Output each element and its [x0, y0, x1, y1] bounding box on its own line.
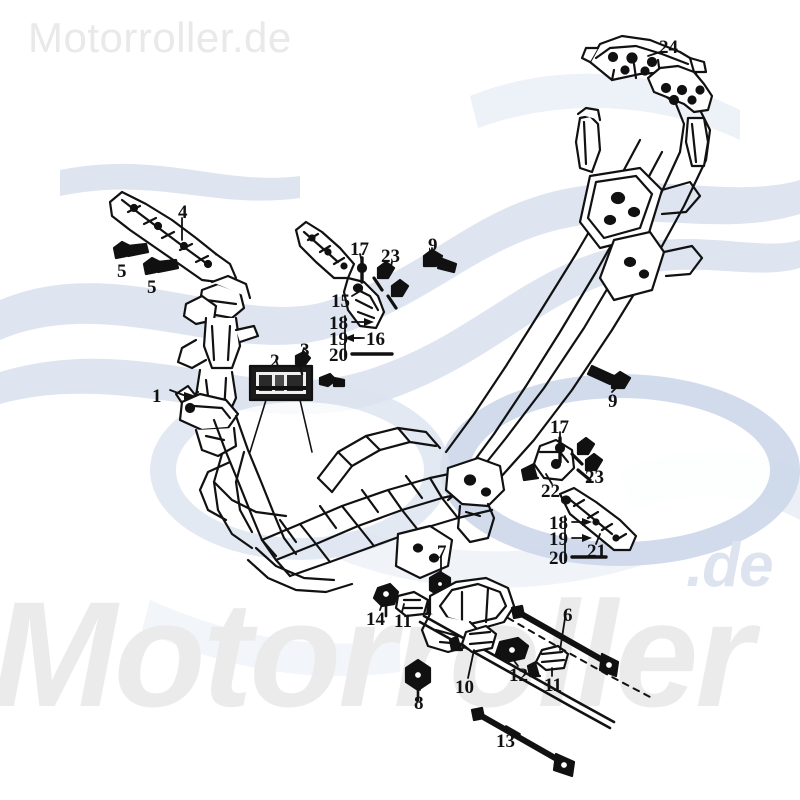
bolt-near-plate [318, 372, 346, 388]
callout-4: 4 [178, 202, 188, 223]
part-23-bolt-left-lower [386, 278, 410, 310]
callout-5-a: 5 [117, 261, 127, 282]
callout-13: 13 [496, 731, 515, 752]
callout-6: 6 [563, 605, 573, 626]
callout-22: 22 [541, 481, 560, 502]
part-10-engine-hanger [418, 576, 653, 730]
callout-17-a: 17 [350, 239, 369, 260]
callout-15: 15 [331, 291, 350, 312]
callout-11-a: 11 [394, 611, 412, 632]
callout-3: 3 [300, 340, 310, 361]
part-12-spacer-sleeve-b [494, 636, 530, 664]
part-12-spacer-sleeve-a [448, 624, 498, 654]
callout-18-b: 18 [549, 513, 568, 534]
callout-8: 8 [414, 693, 424, 714]
callout-5-b: 5 [147, 277, 157, 298]
part-21-right-footrest-bar [558, 486, 638, 552]
callout-9-b: 9 [608, 391, 618, 412]
callout-23-a: 23 [381, 246, 400, 267]
part-17-pivot-pin-right [554, 436, 566, 464]
watermark-de: .de [686, 531, 774, 600]
part-14-pivot-bush [372, 582, 400, 618]
callout-23-b: 23 [585, 467, 604, 488]
callout-17-b: 17 [550, 417, 569, 438]
part-5-flange-bolt-upper [112, 240, 150, 260]
steering-head-column [174, 274, 260, 458]
callout-16: 16 [366, 329, 385, 350]
callout-14: 14 [366, 609, 385, 630]
part-15-left-footrest-bar [294, 220, 386, 330]
callout-19-a: 19 [329, 329, 348, 350]
part-23-bolt-right-upper [570, 436, 596, 466]
callout-20-b: 20 [549, 548, 568, 569]
callout-11-b: 11 [544, 675, 562, 696]
callout-18-a: 18 [329, 313, 348, 334]
callout-19-b: 19 [549, 529, 568, 550]
part-6-long-through-bolt [510, 604, 620, 678]
callout-7: 7 [437, 542, 447, 563]
callout-21: 21 [587, 541, 606, 562]
front-down-tube-and-cradle [198, 414, 506, 594]
part-4-upper-frame-rail [108, 190, 238, 290]
callout-24: 24 [659, 37, 678, 58]
callout-1: 1 [152, 386, 162, 407]
callout-12: 12 [509, 665, 528, 686]
callout-20-a: 20 [329, 345, 348, 366]
callout-9-a: 9 [428, 235, 438, 256]
part-23-bolt-left-upper [372, 260, 396, 292]
part-8-castle-nut [404, 658, 432, 702]
part-13-long-pivot-bolt [470, 706, 576, 778]
main-frame-rear-section [444, 64, 714, 502]
callout-10: 10 [455, 677, 474, 698]
part-9-bolt-right [586, 364, 632, 390]
leader-lines [121, 51, 661, 735]
part-2-identification-plate [248, 364, 314, 453]
watermark-top: Motorroller.de [28, 14, 292, 61]
part-11-bushing-right [526, 644, 570, 678]
part-9-bolt-upper [422, 248, 458, 274]
callout-2: 2 [270, 351, 280, 372]
part-5-flange-bolt-lower [142, 256, 180, 276]
